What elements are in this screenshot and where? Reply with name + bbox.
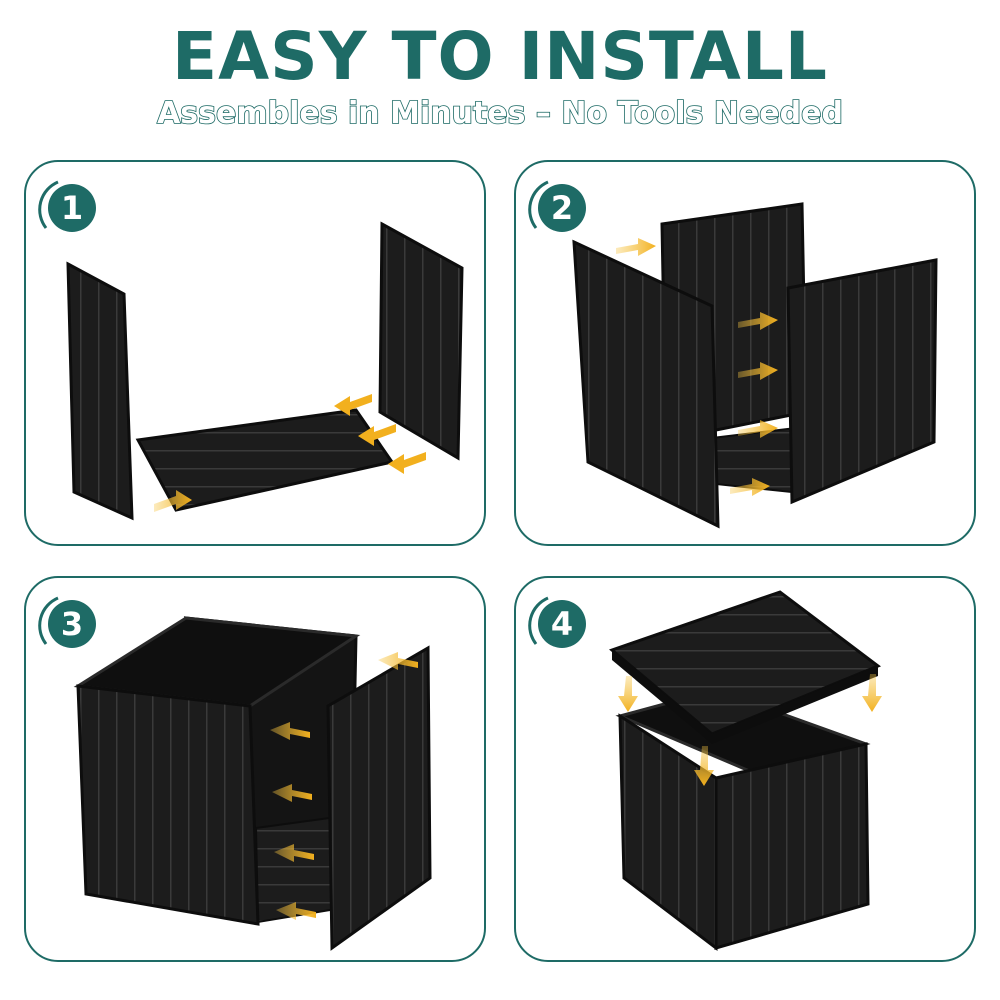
front-panel [76, 684, 260, 926]
step-3-panel: 3 [24, 576, 486, 962]
step-3-illustration [73, 616, 432, 951]
yellow-arrow-icon [730, 478, 770, 496]
lid-edge [612, 650, 712, 744]
step-4-panel: 4 [514, 576, 976, 962]
step-2-badge: 2 [528, 176, 592, 240]
yellow-arrow-icon [270, 722, 310, 740]
back-panel [378, 221, 464, 461]
yellow-arrow-icon [154, 490, 192, 512]
badge-arc-icon [38, 180, 59, 229]
yellow-arrow-icon [276, 902, 316, 920]
step-number: 2 [538, 184, 586, 232]
yellow-arrow-icon [862, 674, 882, 712]
badge-arc-icon [528, 180, 549, 229]
step-1-panel: 1 [24, 160, 486, 546]
step-4-badge: 4 [528, 592, 592, 656]
page-subtitle: Assembles in Minutes – No Tools Needed [156, 95, 843, 132]
front-panel [786, 258, 938, 505]
yellow-arrow-icon [738, 420, 778, 438]
step-2-panel: 2 [514, 160, 976, 546]
yellow-arrow-icon [272, 784, 312, 802]
left-side-panel [572, 239, 720, 529]
yellow-arrow-icon [738, 362, 778, 380]
step-1-illustration [66, 221, 464, 521]
yellow-arrow-icon [738, 312, 778, 330]
step-number: 4 [538, 600, 586, 648]
left-side-panel [66, 261, 134, 521]
step-number: 3 [48, 600, 96, 648]
yellow-arrow-icon [378, 652, 418, 670]
yellow-arrow-icon [358, 424, 396, 446]
step-number: 1 [48, 184, 96, 232]
front-panel [714, 742, 870, 950]
badge-arc-icon [38, 596, 59, 645]
yellow-arrow-icon [694, 746, 714, 786]
page-title: EASY TO INSTALL [172, 18, 828, 95]
badge-arc-icon [528, 596, 549, 645]
step-4-illustration [609, 590, 882, 952]
yellow-arrow-icon [274, 844, 314, 862]
yellow-arrow-icon [388, 452, 426, 474]
step-2-illustration [572, 202, 938, 529]
step-3-badge: 3 [38, 592, 102, 656]
yellow-arrow-icon [334, 394, 372, 416]
yellow-arrow-icon [618, 676, 638, 712]
yellow-arrow-icon [616, 238, 656, 256]
step-1-badge: 1 [38, 176, 102, 240]
